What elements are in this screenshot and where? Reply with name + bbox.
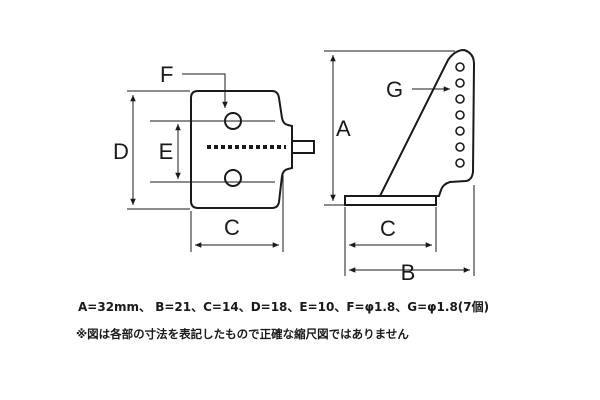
- side-arm-hole: [455, 94, 465, 104]
- side-arm-hole: [455, 78, 465, 88]
- scale-disclaimer-note: ※図は各部の寸法を表記したもので正確な縮尺図ではありません: [76, 327, 409, 341]
- side-arm-hole: [455, 158, 465, 168]
- dimension-f-leader: [182, 73, 228, 108]
- side-base-plate: [344, 195, 437, 206]
- front-pin: [291, 140, 315, 154]
- label-b: B: [401, 260, 416, 285]
- front-hole-bottom: [224, 169, 242, 187]
- dimension-c-side: [344, 207, 437, 276]
- side-arm-outline: [378, 48, 476, 197]
- side-arm-hole: [455, 126, 465, 136]
- side-view: [344, 48, 476, 206]
- side-arm-hole: [455, 110, 465, 120]
- side-arm-holes: [455, 62, 465, 168]
- dimension-c-front: [190, 175, 284, 252]
- front-plate-outline: [190, 90, 293, 209]
- label-f: F: [160, 62, 173, 87]
- dimension-b: [349, 185, 475, 276]
- front-view: [150, 90, 315, 209]
- label-c-side: C: [380, 216, 396, 241]
- dimension-a: [324, 50, 455, 206]
- dimension-f: [182, 73, 228, 108]
- label-c-front: C: [224, 215, 240, 240]
- label-d: D: [113, 139, 129, 164]
- dimension-spec-line: A=32mm、 B=21、C=14、D=18、E=10、F=φ1.8、G=φ1.…: [78, 300, 490, 314]
- label-e: E: [159, 139, 174, 164]
- side-arm-hole: [455, 62, 465, 72]
- label-g: G: [386, 77, 403, 102]
- label-a: A: [336, 116, 351, 141]
- side-arm-hole: [455, 142, 465, 152]
- dimension-d: [127, 90, 190, 210]
